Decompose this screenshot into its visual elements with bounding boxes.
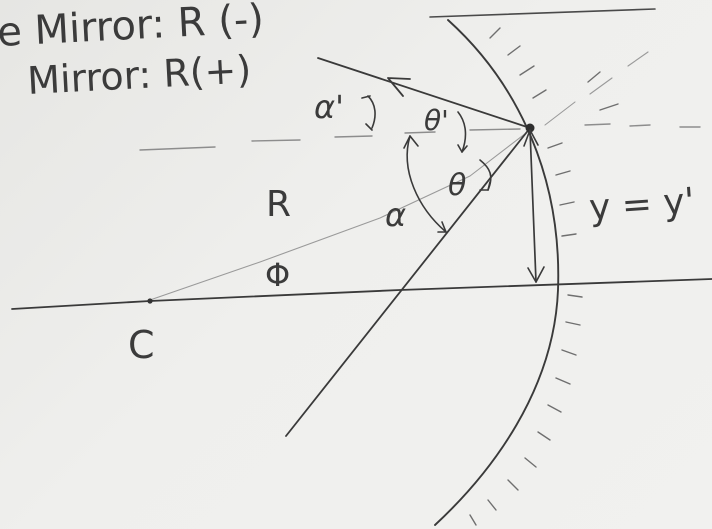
- mirror-hatching: [469, 27, 619, 526]
- y-equals-y-prime-label: y = y': [588, 181, 696, 229]
- alpha-label: α: [385, 196, 406, 234]
- alpha-arc-arrows: [403, 135, 447, 233]
- phi-label: Φ: [265, 256, 290, 294]
- alpha-prime-arc-ticks: [361, 95, 373, 131]
- radius-line: [149, 129, 531, 301]
- optical-axis: [11, 278, 712, 310]
- reflected-ray: [317, 57, 531, 129]
- reflection-point: [525, 123, 535, 133]
- alpha-arc: [406, 135, 447, 233]
- reflected-ray-arrowhead: [387, 77, 411, 97]
- theta-prime-label: θ': [424, 104, 449, 137]
- top-stroke: [429, 8, 656, 18]
- mirror-surface: [434, 19, 560, 526]
- height-arrowhead-bottom: [527, 266, 545, 283]
- height-y-line: [529, 129, 537, 283]
- dashed-guide-ray: [544, 51, 649, 126]
- incident-ray: [285, 127, 531, 437]
- alpha-prime-arc: [367, 95, 376, 129]
- dashed-horizontal-guide: [139, 123, 701, 151]
- alpha-prime-label: α': [314, 88, 344, 126]
- header-convex-mirror: e Mirror: R (-): [0, 0, 265, 56]
- theta-arc-arrow: [479, 181, 491, 191]
- theta-prime-arc: [457, 111, 467, 153]
- theta-prime-arc-arrow: [457, 144, 468, 153]
- c-label: C: [128, 323, 155, 367]
- height-arrowhead-top: [523, 129, 539, 147]
- radius-r-label: R: [266, 184, 291, 225]
- center-point-c: [147, 298, 153, 304]
- header-concave-mirror: Mirror: R(+): [26, 47, 252, 103]
- theta-label: θ: [448, 168, 466, 203]
